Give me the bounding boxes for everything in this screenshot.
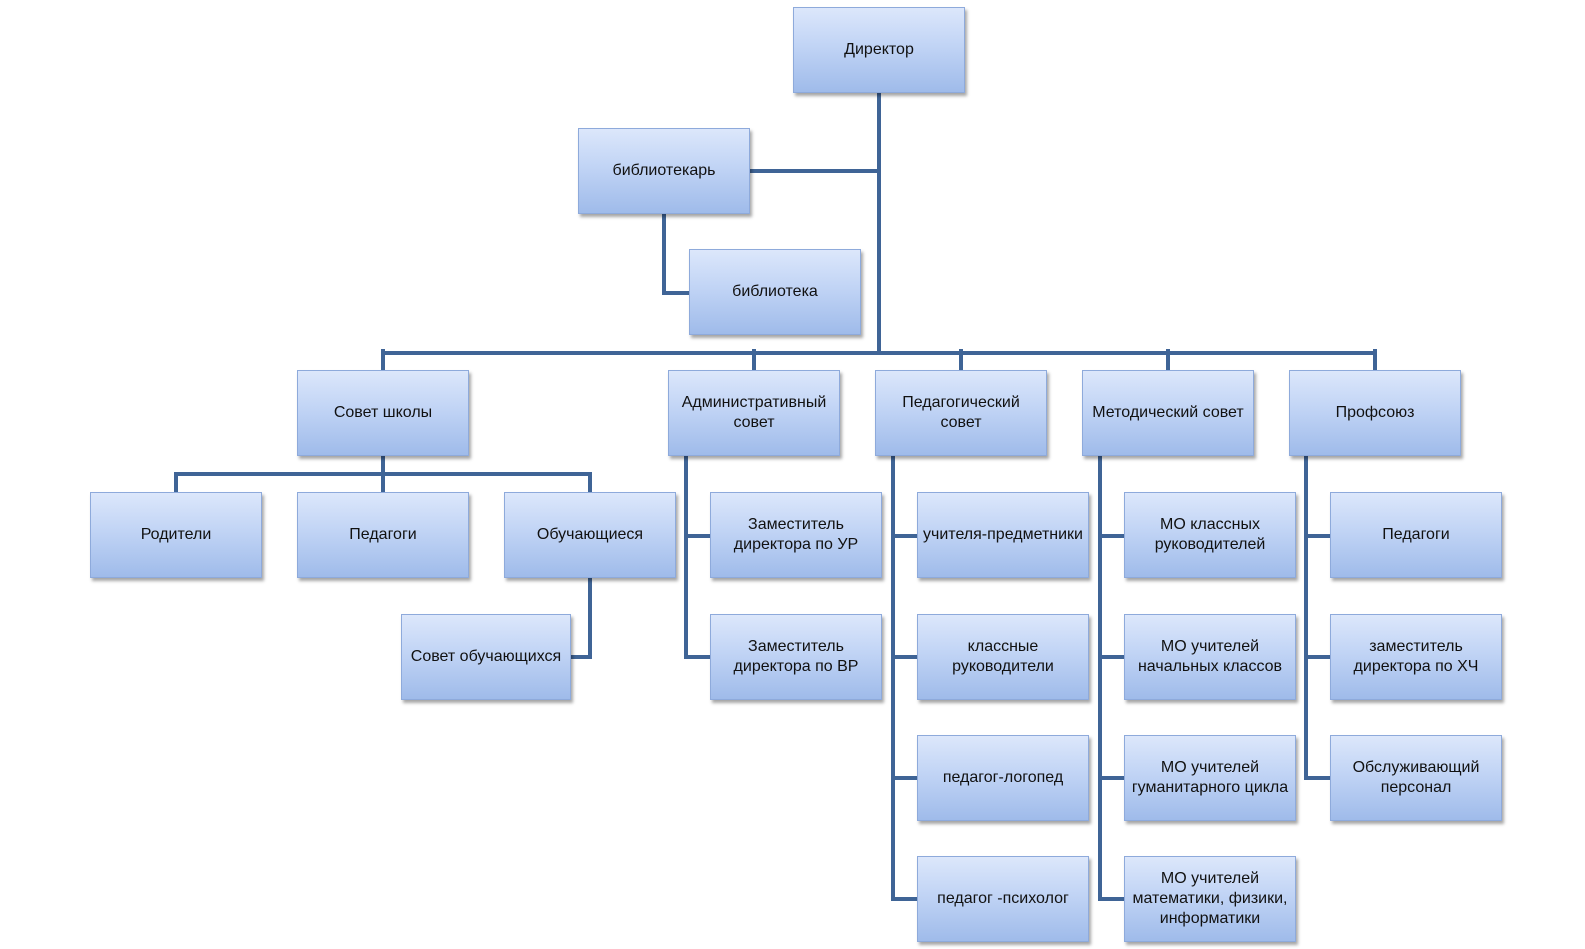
node-admin-council-label: Административный совет xyxy=(681,394,827,431)
node-library: библиотека xyxy=(689,249,861,335)
node-mo-primary-label: МО учителей начальных классов xyxy=(1137,638,1283,675)
node-mo-math-label: МО учителей математики, физики, информат… xyxy=(1132,870,1288,927)
node-service-staff-label: Обслуживающий персонал xyxy=(1352,759,1480,796)
node-mo-math: МО учителей математики, физики, информат… xyxy=(1124,856,1296,942)
node-mo-primary: МО учителей начальных классов xyxy=(1124,614,1296,700)
node-union-teachers-label: Педагоги xyxy=(1382,526,1450,543)
node-method-council-label: Методический совет xyxy=(1092,404,1244,421)
node-union-label: Профсоюз xyxy=(1335,404,1415,421)
node-teachers-label: Педагоги xyxy=(349,526,417,543)
node-subject-teachers-label: учителя-предметники xyxy=(923,526,1083,543)
node-deputy-vr: Заместитель директора по ВР xyxy=(710,614,882,700)
node-deputy-vr-label: Заместитель директора по ВР xyxy=(733,638,859,675)
node-deputy-ur-label: Заместитель директора по УР xyxy=(733,516,859,553)
node-mo-humanities: МО учителей гуманитарного цикла xyxy=(1124,735,1296,821)
node-deputy-hch-label: заместитель директора по ХЧ xyxy=(1353,638,1479,675)
node-psychologist-label: педагог -психолог xyxy=(937,890,1069,907)
node-service-staff: Обслуживающий персонал xyxy=(1330,735,1502,821)
node-school-council: Совет школы xyxy=(297,370,469,456)
node-librarian: библиотекарь xyxy=(578,128,750,214)
node-students-label: Обучающиеся xyxy=(536,526,644,543)
node-union-teachers: Педагоги xyxy=(1330,492,1502,578)
node-deputy-ur: Заместитель директора по УР xyxy=(710,492,882,578)
node-students: Обучающиеся xyxy=(504,492,676,578)
node-school-council-label: Совет школы xyxy=(333,404,433,421)
node-speech-therapist: педагог-логопед xyxy=(917,735,1089,821)
node-ped-council: Педагогический совет xyxy=(875,370,1047,456)
node-subject-teachers: учителя-предметники xyxy=(917,492,1089,578)
node-admin-council: Административный совет xyxy=(668,370,840,456)
node-teachers: Педагоги xyxy=(297,492,469,578)
node-librarian-label: библиотекарь xyxy=(612,162,716,179)
node-class-teachers: классные руководители xyxy=(917,614,1089,700)
node-parents: Родители xyxy=(90,492,262,578)
node-ped-council-label: Педагогический совет xyxy=(902,394,1020,431)
connector-librarian-library xyxy=(662,212,691,295)
node-parents-label: Родители xyxy=(140,526,212,543)
connector-students-council xyxy=(569,576,592,659)
node-deputy-hch: заместитель директора по ХЧ xyxy=(1330,614,1502,700)
node-mo-class: МО классных руководителей xyxy=(1124,492,1296,578)
node-union: Профсоюз xyxy=(1289,370,1461,456)
node-mo-humanities-label: МО учителей гуманитарного цикла xyxy=(1131,759,1289,796)
node-student-council-label: Совет обучающихся xyxy=(410,648,562,665)
node-class-teachers-label: классные руководители xyxy=(952,638,1054,675)
node-director: Директор xyxy=(793,7,965,93)
node-speech-therapist-label: педагог-логопед xyxy=(942,769,1064,786)
node-mo-class-label: МО классных руководителей xyxy=(1154,516,1266,553)
node-method-council: Методический совет xyxy=(1082,370,1254,456)
node-library-label: библиотека xyxy=(732,283,818,300)
node-psychologist: педагог -психолог xyxy=(917,856,1089,942)
node-director-label: Директор xyxy=(844,41,914,58)
node-student-council: Совет обучающихся xyxy=(401,614,571,700)
